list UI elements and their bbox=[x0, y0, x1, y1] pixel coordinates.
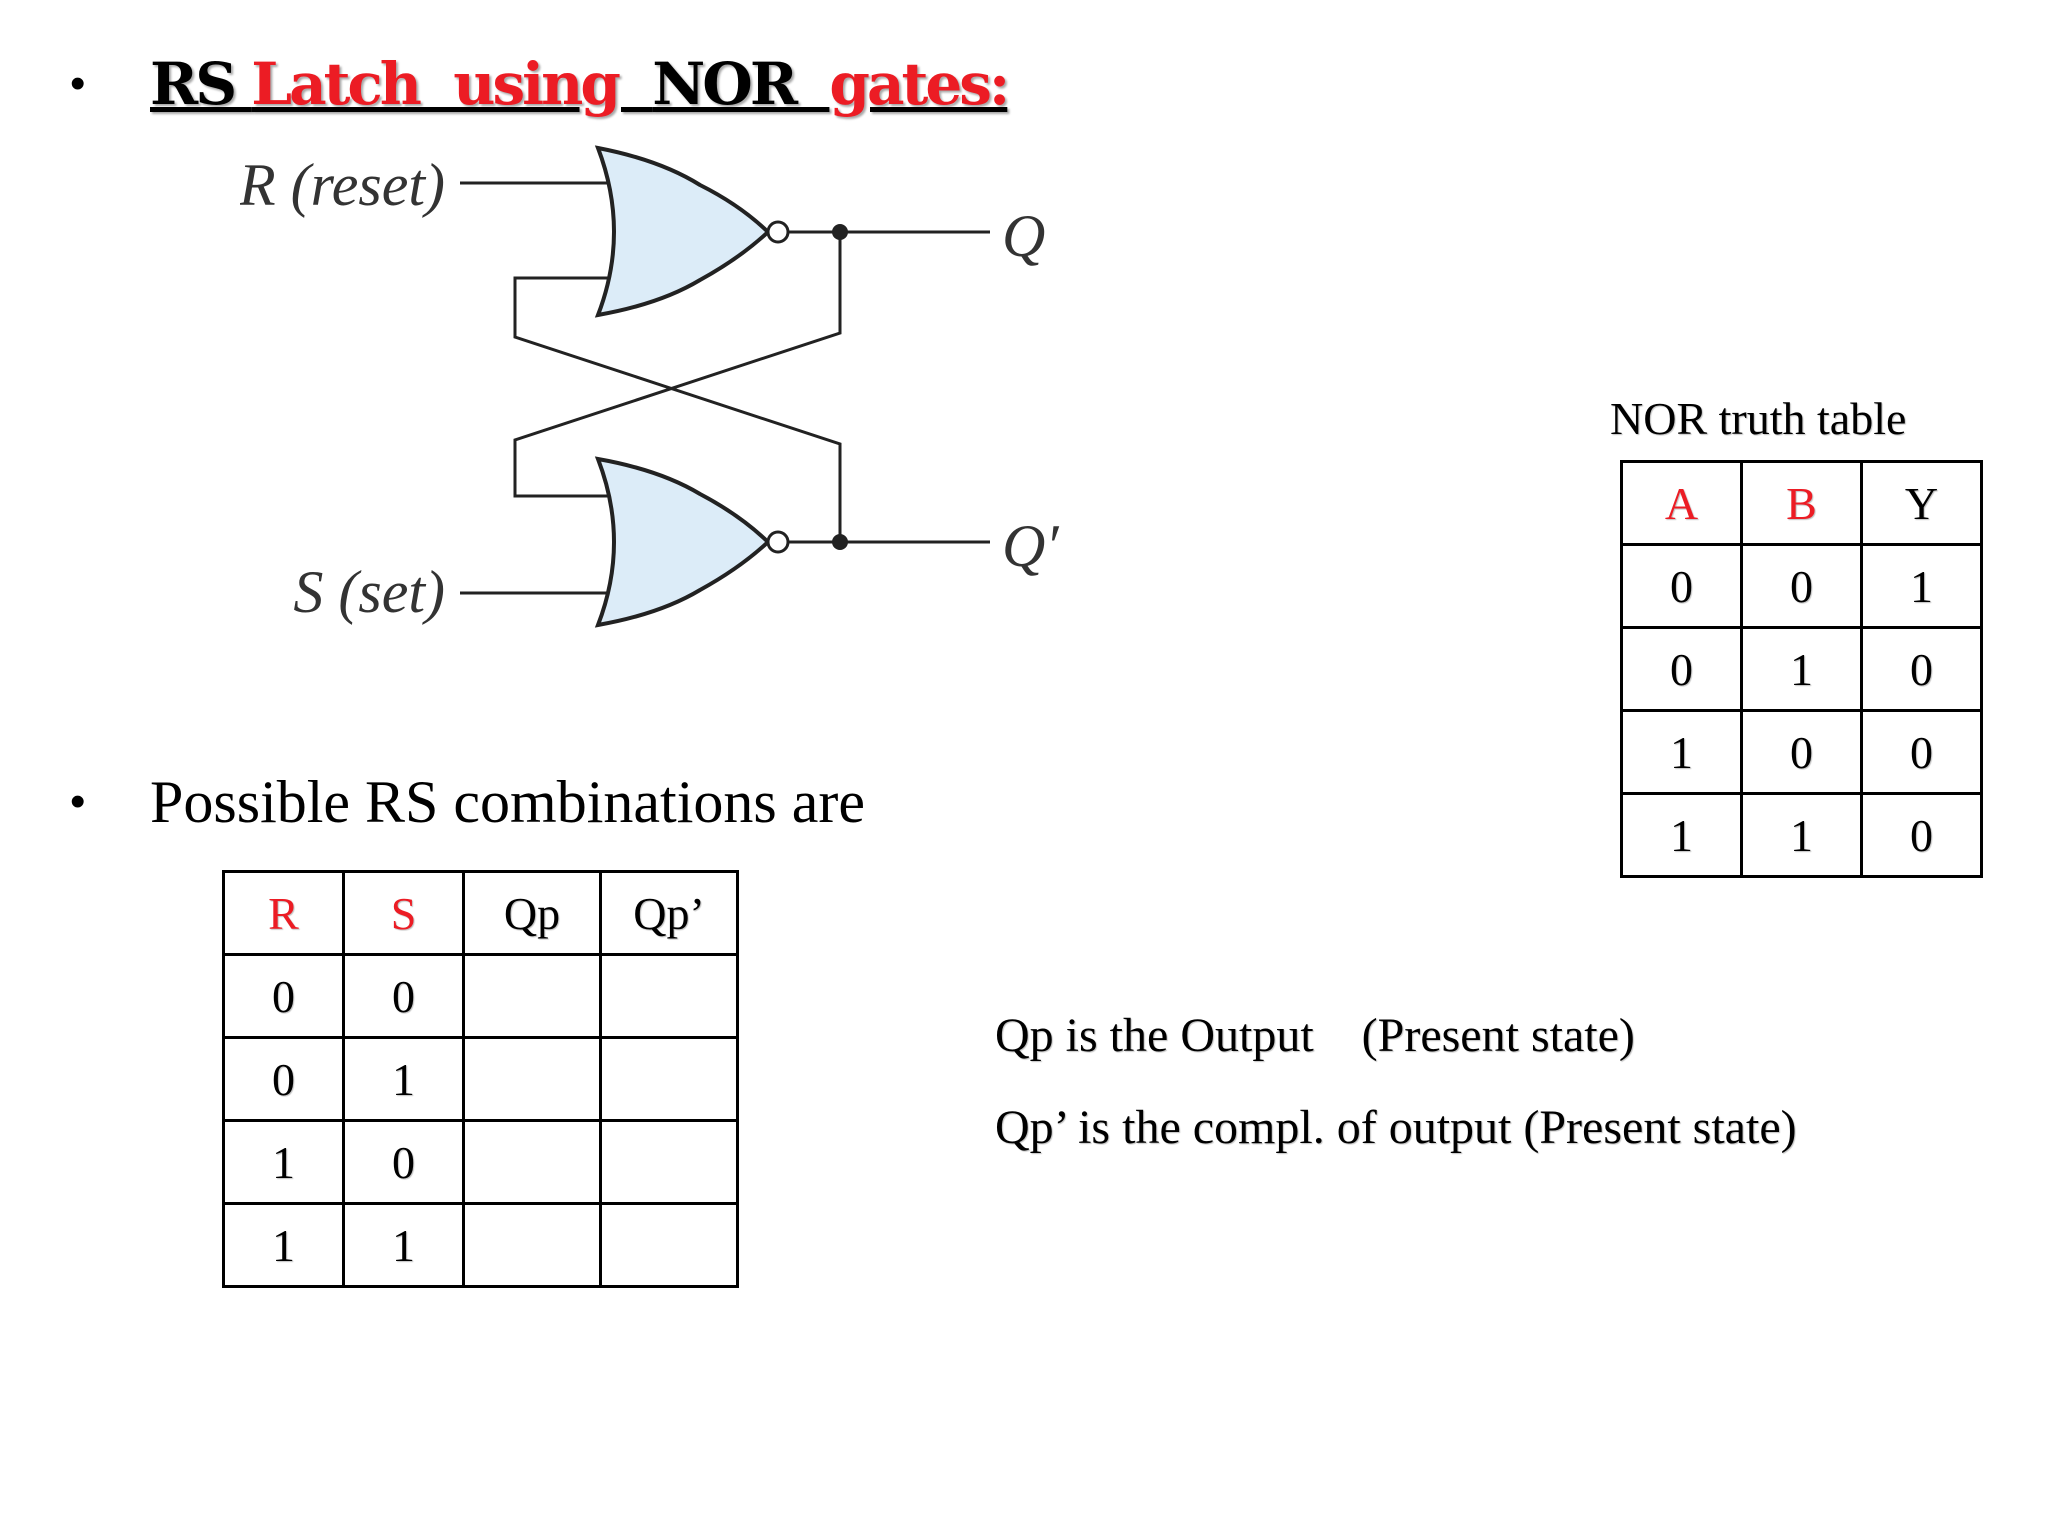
cell-a: 1 bbox=[1620, 792, 1743, 878]
nor-gate-top-bubble bbox=[766, 220, 790, 244]
cell-qp-compl bbox=[599, 1202, 739, 1288]
header-a: A bbox=[1620, 460, 1743, 546]
cell-s: 0 bbox=[342, 1119, 465, 1205]
table-row: 0 0 1 bbox=[1620, 543, 1983, 629]
header-qp: Qp bbox=[462, 870, 602, 956]
r-input-label: R (reset) bbox=[240, 152, 445, 218]
cell-y: 1 bbox=[1860, 543, 1983, 629]
table-row: 0 1 bbox=[222, 1036, 739, 1122]
feedback-wire-top bbox=[513, 276, 842, 542]
nor-truth-table: A B Y 0 0 1 0 1 0 1 0 0 1 1 0 bbox=[1620, 460, 1983, 878]
note-qp-output: Qp is the Output (Present state) bbox=[995, 1009, 1635, 1062]
cell-y: 0 bbox=[1860, 709, 1983, 795]
cell-qp bbox=[462, 1202, 602, 1288]
cell-r: 0 bbox=[222, 953, 345, 1039]
possible-bullet: • bbox=[70, 777, 86, 826]
qbar-junction-dot bbox=[832, 534, 848, 550]
header-b: B bbox=[1740, 460, 1863, 546]
cell-y: 0 bbox=[1860, 626, 1983, 712]
cell-b: 1 bbox=[1740, 626, 1863, 712]
s-input-label: S (set) bbox=[293, 559, 445, 625]
nor-gate-top bbox=[594, 145, 771, 318]
possible-combinations-text: Possible RS combinations are bbox=[150, 769, 865, 835]
cell-s: 1 bbox=[342, 1202, 465, 1288]
title-bullet: • bbox=[70, 59, 86, 108]
cell-s: 0 bbox=[342, 953, 465, 1039]
header-y: Y bbox=[1860, 460, 1983, 546]
header-s: S bbox=[342, 870, 465, 956]
rs-combinations-table: R S Qp Qp’ 0 0 0 1 1 0 1 1 bbox=[222, 870, 739, 1288]
slide-title: RS Latch using NOR gates: bbox=[150, 50, 1010, 118]
cell-b: 0 bbox=[1740, 709, 1863, 795]
cell-r: 1 bbox=[222, 1119, 345, 1205]
cell-qp bbox=[462, 1036, 602, 1122]
cell-qp-compl bbox=[599, 1119, 739, 1205]
cell-y: 0 bbox=[1860, 792, 1983, 878]
table-row: 1 0 0 bbox=[1620, 709, 1983, 795]
nor-gate-bottom bbox=[594, 456, 771, 628]
table-row: 1 1 0 bbox=[1620, 792, 1983, 878]
cell-r: 0 bbox=[222, 1036, 345, 1122]
cell-a: 0 bbox=[1620, 626, 1743, 712]
cell-a: 1 bbox=[1620, 709, 1743, 795]
cell-qp-compl bbox=[599, 953, 739, 1039]
cell-qp bbox=[462, 953, 602, 1039]
nor-table-caption: NOR truth table bbox=[1610, 393, 1907, 444]
note-qp-complement: Qp’ is the compl. of output (Present sta… bbox=[995, 1101, 1797, 1154]
cell-b: 1 bbox=[1740, 792, 1863, 878]
title-part-nor: NOR bbox=[652, 50, 830, 118]
header-qp-compl: Qp’ bbox=[599, 870, 739, 956]
title-part-gates: gates: bbox=[829, 50, 1010, 118]
table-header-row: R S Qp Qp’ bbox=[222, 870, 739, 956]
q-output-label: Q bbox=[1002, 203, 1045, 269]
header-r: R bbox=[222, 870, 345, 956]
title-part-latch-using: Latch using bbox=[251, 50, 653, 118]
cell-qp-compl bbox=[599, 1036, 739, 1122]
cell-s: 1 bbox=[342, 1036, 465, 1122]
title-part-rs: RS bbox=[150, 50, 252, 118]
rs-latch-diagram: R (reset) S (set) Q Q′ bbox=[240, 145, 1059, 628]
cell-r: 1 bbox=[222, 1202, 345, 1288]
table-row: 0 1 0 bbox=[1620, 626, 1983, 712]
q-junction-dot bbox=[832, 224, 848, 240]
cell-qp bbox=[462, 1119, 602, 1205]
qbar-output-label: Q′ bbox=[1002, 513, 1059, 579]
table-header-row: A B Y bbox=[1620, 460, 1983, 546]
cell-a: 0 bbox=[1620, 543, 1743, 629]
table-row: 1 0 bbox=[222, 1119, 739, 1205]
table-row: 1 1 bbox=[222, 1202, 739, 1288]
nor-gate-bottom-bubble bbox=[766, 530, 790, 554]
feedback-wire-bottom bbox=[513, 232, 842, 498]
table-row: 0 0 bbox=[222, 953, 739, 1039]
cell-b: 0 bbox=[1740, 543, 1863, 629]
